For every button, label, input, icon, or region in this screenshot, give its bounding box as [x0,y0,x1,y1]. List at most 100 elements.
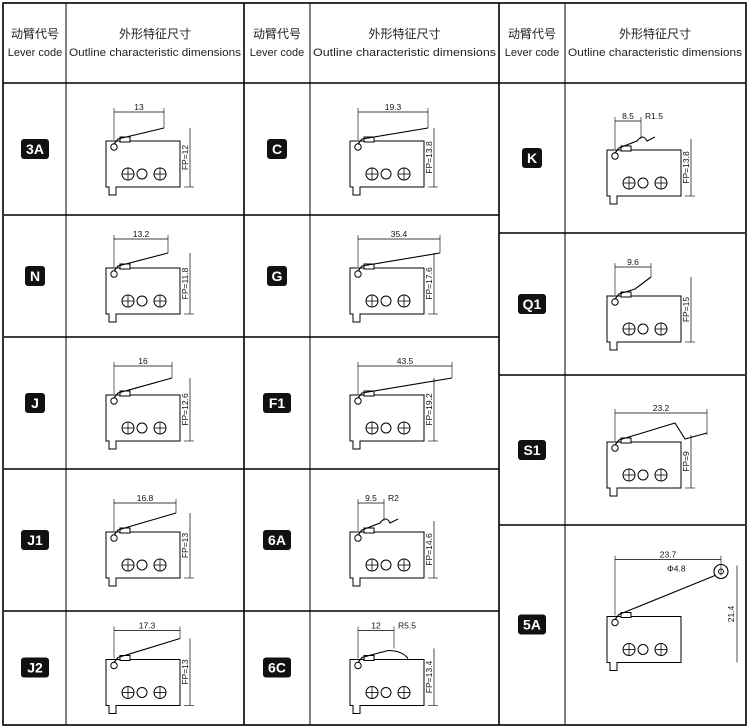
center-hole [136,559,148,571]
center-hole [380,168,392,180]
length-dimension: 16 [138,356,148,366]
switch-body [606,441,682,497]
switch-body [349,394,425,450]
lever-arm-zigzag [614,422,708,446]
fp-dimension: FP=13.8 [424,141,434,174]
radius-dimension: R2 [388,493,399,503]
length-dimension: 23.2 [653,403,670,413]
center-hole [637,177,649,189]
lever-code: N [30,268,40,284]
lever-arm [113,252,169,272]
center-hole [380,295,392,307]
switch-body [105,531,181,587]
switch-diagram: 43.5FP=19.2 [349,356,453,450]
pivot-hole [611,152,619,160]
code-badge [263,657,291,678]
lever-row-c: C 19.3FP=13.8 [267,102,438,196]
lever-code: C [272,141,282,157]
header-outline-en: Outline characteristic dimensions [313,47,497,59]
center-hole [637,644,649,655]
fp-dimension: FP=19.2 [424,393,434,426]
switch-diagram: 23.7Φ4.821.4 [606,550,738,671]
switch-body [606,149,682,205]
fp-dimension: FP=15 [681,297,691,323]
lever-code: Q1 [523,296,542,312]
pivot-hole [110,534,118,542]
lever-arm-hook [614,136,656,154]
fp-dimension: FP=12 [180,145,190,171]
plunger [363,527,375,534]
lever-code: 6A [268,532,286,548]
header-code-en: Lever code [8,47,62,59]
center-hole [136,168,148,180]
center-hole [380,559,392,571]
lever-row-q1: Q1 9.6FP=15 [499,232,745,351]
switch-diagram: 19.3FP=13.8 [349,102,438,196]
switch-body [349,659,425,714]
code-badge [267,139,287,159]
code-badge [518,440,546,460]
length-dimension: 8.5 [622,111,634,121]
lever-code: J1 [27,532,43,548]
length-dimension: 12 [371,621,381,631]
switch-body [105,267,181,323]
lever-row-j1: J1 16.8FP=13 [4,468,244,587]
length-dimension: 9.6 [627,257,639,267]
center-hole [637,469,649,481]
header-outline-en: Outline characteristic dimensions [69,47,242,59]
switch-diagram: 16.8FP=13 [105,493,194,587]
switch-diagram: 8.5 R1.5FP=13.8 [606,111,695,205]
lever-arm [113,637,181,663]
center-hole [637,323,649,335]
fp-dimension: FP=13.4 [424,661,434,694]
plunger [363,263,375,270]
lever-arm [113,512,177,536]
pivot-hole [611,618,619,627]
length-dimension: 43.5 [397,356,414,366]
code-badge [263,530,291,550]
length-dimension: 13 [134,102,144,112]
pivot-hole [110,661,118,670]
length-dimension: 19.3 [385,102,402,112]
header-code-en: Lever code [505,47,559,59]
switch-body [349,267,425,323]
switch-body [105,659,181,714]
plunger [620,612,632,618]
fp-dimension: FP=17.6 [424,267,434,300]
radius-dimension: R1.5 [645,111,663,121]
code-badge [267,266,287,286]
lever-row-n: N13.2FP=11.8 [4,214,244,323]
fp-dimension: FP=13 [180,533,190,559]
lever-code: 5A [523,617,541,633]
pivot-hole [611,298,619,306]
lever-arm-curve [357,649,409,663]
code-badge [21,139,49,159]
fp-dimension: FP=13.8 [681,151,691,184]
length-dimension: 23.7 [660,550,677,560]
lever-arm [113,127,165,145]
pivot-hole [611,444,619,452]
center-hole [136,295,148,307]
lever-code: G [272,268,283,284]
code-badge [518,294,546,314]
header-outline-cn: 外形特征尺寸 [619,26,691,41]
fp-dimension: FP=12.6 [180,393,190,426]
plunger [620,145,632,152]
switch-diagram: 23.2FP=9 [606,403,708,497]
center-hole [136,687,148,698]
lever-arm-hook [357,518,399,536]
pivot-hole [354,143,362,151]
header-outline-en: Outline characteristic dimensions [568,47,743,59]
pivot-hole [354,661,362,670]
